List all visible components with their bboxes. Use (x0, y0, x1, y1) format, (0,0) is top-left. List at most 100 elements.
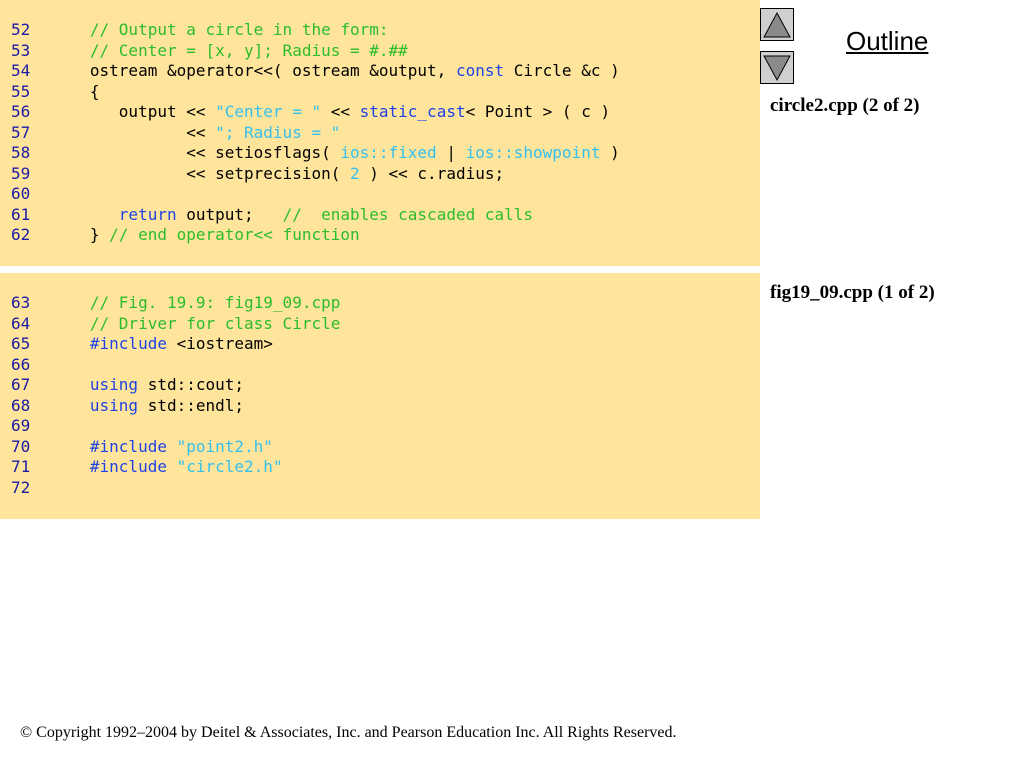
code-token-plain: << setprecision( (61, 163, 350, 183)
code-token-string: 2 (349, 163, 360, 183)
code-line: 62 } // end operator<< function (0, 225, 760, 246)
code-text: << setiosflags( ios::fixed | ios::showpo… (61, 143, 620, 164)
code-line: 65 #include <iostream> (0, 334, 760, 355)
code-line: 54 ostream &operator<<( ostream &output,… (0, 61, 760, 82)
line-number: 56 (11, 102, 31, 121)
code-token-keyword: using (61, 375, 139, 394)
code-line: 68 using std::endl; (0, 396, 760, 417)
line-number: 59 (11, 163, 31, 183)
next-slide-button[interactable] (760, 51, 794, 84)
code-token-plain (167, 457, 177, 476)
line-number: 72 (11, 477, 31, 497)
line-number: 68 (11, 395, 31, 415)
code-text: output << "Center = " << static_cast< Po… (61, 102, 610, 123)
line-number: 64 (11, 313, 31, 333)
line-number: 54 (11, 61, 31, 80)
code-text: #include "circle2.h" (61, 457, 283, 478)
line-number: 57 (11, 122, 31, 142)
code-text: // Driver for class Circle (61, 314, 340, 335)
code-text: // Output a circle in the form: (61, 20, 389, 41)
code-token-keyword: static_cast (359, 102, 466, 121)
code-token-comment: // Driver for class Circle (61, 313, 341, 333)
file-label-circle2: circle2.cpp (2 of 2) (770, 95, 920, 116)
code-token-plain: Circle &c ) (504, 61, 620, 80)
code-text: using std::endl; (61, 396, 244, 417)
code-line: 71 #include "circle2.h" (0, 457, 760, 478)
previous-slide-button[interactable] (760, 8, 794, 41)
code-line: 58 << setiosflags( ios::fixed | ios::sho… (0, 143, 760, 164)
code-line: 59 << setprecision( 2 ) << c.radius; (0, 164, 760, 185)
code-line: 55 { (0, 82, 760, 103)
code-token-plain: <iostream> (166, 334, 273, 353)
line-number: 67 (11, 375, 31, 394)
code-line: 52 // Output a circle in the form: (0, 20, 760, 41)
code-token-string: "; Radius = " (215, 122, 341, 142)
code-token-plain: std::endl; (138, 395, 245, 415)
code-token-string: ios::fixed (340, 143, 437, 162)
code-line: 64 // Driver for class Circle (0, 314, 760, 335)
line-number: 69 (11, 416, 31, 435)
code-token-plain (167, 437, 177, 456)
code-text: using std::cout; (61, 375, 244, 396)
code-token-plain: << (61, 122, 216, 142)
code-token-string: ios::showpoint (465, 143, 601, 162)
code-token-comment: // enables cascaded calls (282, 204, 534, 224)
code-token-plain: << (321, 102, 360, 121)
code-text: #include "point2.h" (61, 437, 273, 458)
code-line: 69 (0, 416, 760, 437)
code-token-plain: << setiosflags( (61, 143, 341, 162)
code-token-plain: ) << c.radius; (359, 163, 505, 183)
line-number: 66 (11, 354, 31, 374)
triangle-down-icon (763, 55, 791, 81)
code-line: 60 (0, 184, 760, 205)
line-number: 65 (11, 334, 31, 353)
file-label-fig19-09: fig19_09.cpp (1 of 2) (770, 282, 935, 303)
code-token-keyword: #include (61, 334, 167, 353)
code-token-string: "Center = " (215, 102, 322, 121)
code-line: 56 output << "Center = " << static_cast<… (0, 102, 760, 123)
line-number: 62 (11, 225, 31, 244)
code-line: 72 (0, 478, 760, 499)
code-token-plain: } (61, 225, 110, 244)
outline-link[interactable]: Outline (846, 26, 929, 56)
code-text: << setprecision( 2 ) << c.radius; (61, 164, 504, 185)
code-token-plain: ) (600, 143, 620, 162)
code-text: return output; // enables cascaded calls (61, 205, 533, 226)
code-token-plain: { (61, 81, 100, 101)
copyright-footer: © Copyright 1992–2004 by Deitel & Associ… (20, 724, 677, 741)
code-token-comment: // Center = [x, y]; Radius = #.## (61, 40, 408, 60)
line-number: 58 (11, 143, 31, 162)
code-text: } // end operator<< function (61, 225, 360, 246)
code-text: #include <iostream> (61, 334, 273, 355)
code-token-comment: // end operator<< function (109, 225, 360, 244)
line-number: 71 (11, 457, 31, 476)
code-text: // Fig. 19.9: fig19_09.cpp (61, 293, 340, 314)
code-line: 63 // Fig. 19.9: fig19_09.cpp (0, 293, 760, 314)
code-block-1: 52 // Output a circle in the form:53 // … (0, 0, 760, 266)
line-number: 52 (11, 20, 31, 39)
code-text: // Center = [x, y]; Radius = #.## (61, 41, 408, 62)
code-token-plain: < Point > ( c ) (465, 102, 611, 121)
code-line: 70 #include "point2.h" (0, 437, 760, 458)
code-line: 53 // Center = [x, y]; Radius = #.## (0, 41, 760, 62)
code-token-plain: output; (176, 204, 283, 224)
code-line: 67 using std::cout; (0, 375, 760, 396)
code-line: 57 << "; Radius = " (0, 123, 760, 144)
line-number: 61 (11, 204, 31, 224)
code-token-plain: output << (61, 102, 216, 121)
code-line: 61 return output; // enables cascaded ca… (0, 205, 760, 226)
code-token-keyword: const (455, 61, 505, 80)
code-token-comment: // Fig. 19.9: fig19_09.cpp (61, 293, 341, 312)
code-token-plain: ostream &operator<<( ostream &output, (61, 61, 456, 80)
line-number: 63 (11, 293, 31, 312)
line-number: 55 (11, 81, 31, 101)
code-token-keyword: return (61, 204, 177, 224)
line-number: 70 (11, 436, 31, 456)
code-text: ostream &operator<<( ostream &output, co… (61, 61, 620, 82)
code-text: << "; Radius = " (61, 123, 340, 144)
triangle-up-icon (763, 11, 791, 37)
code-token-string: "point2.h" (176, 436, 273, 456)
code-text: { (61, 82, 100, 103)
code-token-plain: | (436, 143, 466, 162)
